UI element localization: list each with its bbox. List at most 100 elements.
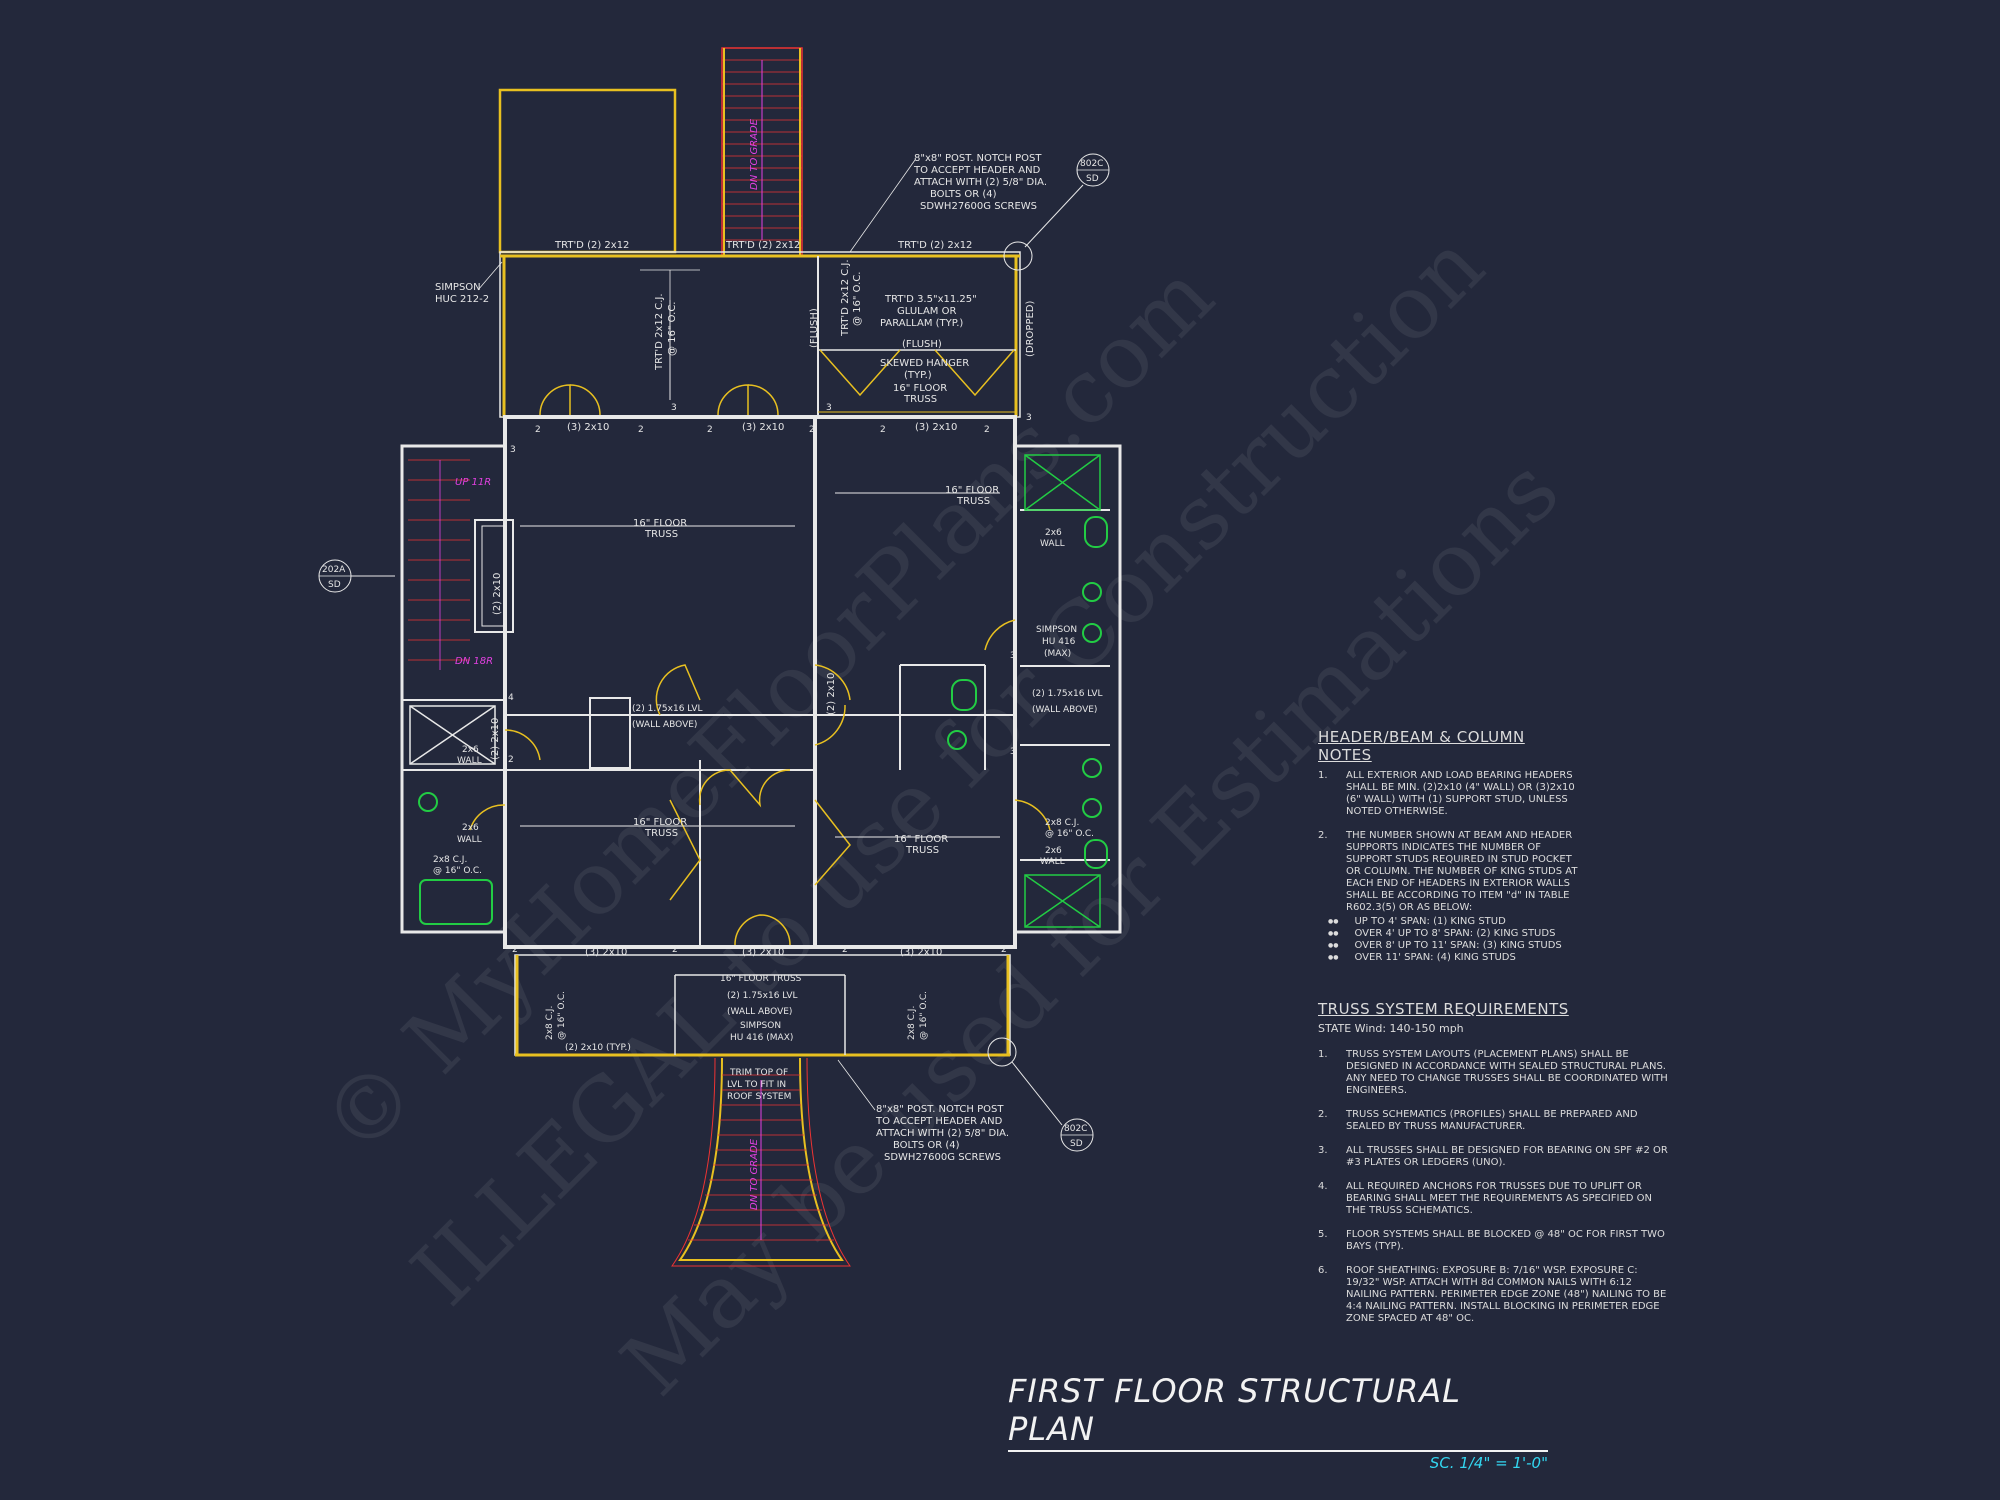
stud-count: 4 — [508, 693, 514, 703]
header-3-2x10-4: (3) 2x10 — [585, 947, 627, 958]
stud-count: 2 — [842, 945, 848, 955]
wall-label-c-2: WALL — [457, 835, 482, 845]
truss-a-line-2: TRUSS — [644, 529, 678, 540]
truss-c-line-2: TRUSS — [644, 828, 678, 839]
note-number: 3. — [1318, 1145, 1328, 1156]
header-label-3: TRT'D (2) 2x12 — [897, 240, 972, 251]
section-c-top-sheet: SD — [1086, 174, 1099, 184]
lvl-label-1: (2) 1.75x16 LVL — [632, 704, 702, 714]
header-beam-notes: HEADER/BEAM & COLUMN NOTES 1.ALL EXTERIO… — [1318, 728, 1578, 964]
wall-above-1: (WALL ABOVE) — [632, 720, 697, 730]
section-tag-a: 202A SD — [318, 559, 395, 593]
truss-c-line-1: 16" FLOOR — [633, 817, 687, 828]
list-item: OVER 8' UP TO 11' SPAN: (3) KING STUDS — [1328, 940, 1578, 952]
wall-label-a-1: 2x6 — [1045, 528, 1062, 538]
lower-simpson-1: SIMPSON — [740, 1021, 781, 1031]
note-text: TRUSS SCHEMATICS (PROFILES) SHALL BE PRE… — [1346, 1109, 1638, 1132]
stud-count: 2 — [535, 425, 541, 435]
note-text: THE NUMBER SHOWN AT BEAM AND HEADER SUPP… — [1346, 830, 1578, 913]
simpson-hu-line-2: HU 416 — [1042, 637, 1076, 647]
post-note-line-1: 8"x8" POST. NOTCH POST — [914, 153, 1042, 164]
title-block: FIRST FLOOR STRUCTURAL PLAN SC. 1/4" = 1… — [1008, 1372, 1548, 1472]
lvl-label-2: (2) 1.75x16 LVL — [1032, 689, 1102, 699]
simpson-hu-line-1: SIMPSON — [1036, 625, 1077, 635]
truss-d-line-1: 16" FLOOR — [894, 834, 948, 845]
skewed-line-2: (TYP.) — [904, 370, 932, 381]
section-c-bottom-sheet: SD — [1070, 1139, 1083, 1149]
stud-count: 2 — [638, 425, 644, 435]
section-tag-c-bottom: 802C SD — [1011, 1061, 1094, 1152]
stair-header-label: (2) 2x10 — [492, 573, 503, 615]
post-note-line-2: TO ACCEPT HEADER AND — [913, 165, 1041, 176]
stud-count: 3 — [1010, 651, 1016, 661]
list-item: UP TO 4' SPAN: (1) KING STUD — [1328, 916, 1578, 928]
lower-wall-above: (WALL ABOVE) — [727, 1007, 792, 1017]
post-note-b-3: ATTACH WITH (2) 5/8" DIA. — [876, 1128, 1009, 1139]
king-stud-spans: UP TO 4' SPAN: (1) KING STUD OVER 4' UP … — [1328, 916, 1578, 964]
stair-up-label: UP 11R — [455, 477, 491, 488]
header-label-2: TRT'D (2) 2x12 — [725, 240, 800, 251]
showers — [409, 454, 1101, 928]
mid-header-label: (2) 2x10 — [826, 673, 837, 715]
note-text: ALL REQUIRED ANCHORS FOR TRUSSES DUE TO … — [1346, 1181, 1653, 1216]
stud-count: 2 — [512, 945, 518, 955]
header-notes-heading: HEADER/BEAM & COLUMN NOTES — [1318, 728, 1525, 764]
stud-count: 3 — [826, 403, 832, 413]
porch-cj-a-1: 2x8 C.J. — [545, 1006, 555, 1040]
simpson-huc-line-2: HUC 212-2 — [435, 294, 489, 305]
stud-count: 2 — [672, 945, 678, 955]
list-item: 2. TRUSS SCHEMATICS (PROFILES) SHALL BE P… — [1318, 1109, 1673, 1133]
truss-notes-list: 1.TRUSS SYSTEM LAYOUTS (PLACEMENT PLANS)… — [1318, 1049, 1673, 1325]
post-note-b-2: TO ACCEPT HEADER AND — [875, 1116, 1003, 1127]
note-text: FLOOR SYSTEMS SHALL BE BLOCKED @ 48" OC … — [1346, 1229, 1665, 1252]
lower-porch — [514, 954, 1017, 1067]
stud-count: 3 — [1010, 747, 1016, 757]
cj-2x8-a-1: 2x8 C.J. — [1045, 818, 1079, 828]
note-number: 2. — [1318, 830, 1328, 841]
note-number: 2. — [1318, 1109, 1328, 1120]
glulam-line-2: GLULAM OR — [897, 306, 956, 317]
stud-count: 2 — [1001, 945, 1007, 955]
stud-count: 2 — [707, 425, 713, 435]
wall-label-a-2: WALL — [1040, 539, 1065, 549]
stud-count: 2 — [880, 425, 886, 435]
section-tag-c-top: 802C SD — [1024, 153, 1110, 248]
header-3-2x10-3: (3) 2x10 — [915, 422, 957, 433]
annotations: TRT'D (2) 2x12 TRT'D (2) 2x12 TRT'D (2) … — [318, 153, 1110, 1163]
truss-b-line-1: 16" FLOOR — [945, 485, 999, 496]
post-note-b-1: 8"x8" POST. NOTCH POST — [876, 1104, 1004, 1115]
cj-2x8-b-1: 2x8 C.J. — [433, 855, 467, 865]
truss-arrows — [520, 300, 1000, 838]
porch-cj-b-1: 2x8 C.J. — [907, 1006, 917, 1040]
truss-notes-subheading: STATE Wind: 140-150 mph — [1318, 1022, 1464, 1035]
cj-label-1: TRT'D 2x12 C.J. — [654, 293, 665, 371]
wall-label-c-1: 2x6 — [462, 823, 479, 833]
lower-lvl-label: (2) 1.75x16 LVL — [727, 991, 797, 1001]
note-number: 1. — [1318, 770, 1328, 781]
list-item: 3.ALL TRUSSES SHALL BE DESIGNED FOR BEAR… — [1318, 1145, 1673, 1169]
stud-count: 2 — [508, 755, 514, 765]
post-note-b-4: BOLTS OR (4) — [893, 1140, 960, 1151]
wall-label-d-2: WALL — [1040, 857, 1065, 867]
section-a-sheet: SD — [328, 580, 341, 590]
trim-top-2: LVL TO FIT IN — [727, 1080, 786, 1090]
lower-truss-label: 16" FLOOR TRUSS — [720, 974, 802, 984]
note-number: 4. — [1318, 1181, 1328, 1192]
doors — [469, 384, 1051, 946]
header-notes-list: 1.ALL EXTERIOR AND LOAD BEARING HEADERS … — [1318, 770, 1578, 914]
list-item: 1.ALL EXTERIOR AND LOAD BEARING HEADERS … — [1318, 770, 1578, 818]
cj-label-2: @ 16" O.C. — [667, 302, 678, 357]
list-item: 2. THE NUMBER SHOWN AT BEAM AND HEADER SU… — [1318, 830, 1578, 914]
truss-d-line-2: TRUSS — [905, 845, 939, 856]
lower-simpson-2: HU 416 (MAX) — [730, 1033, 793, 1043]
porch-cj-b-2: @ 16" O.C. — [919, 991, 929, 1040]
header-3-2x10-5: (3) 2x10 — [742, 947, 784, 958]
trim-top-1: TRIM TOP OF — [729, 1068, 788, 1078]
post-note-line-3: ATTACH WITH (2) 5/8" DIA. — [914, 177, 1047, 188]
wall-label-b-2: WALL — [457, 756, 482, 766]
note-text: ROOF SHEATHING: EXPOSURE B: 7/16" WSP. E… — [1346, 1265, 1667, 1324]
header-3-2x10-6: (3) 2x10 — [900, 947, 942, 958]
cj-label-4: @ 16" O.C. — [852, 272, 863, 327]
flush-label-2: (FLUSH) — [809, 308, 820, 348]
upper-truss-line-2: TRUSS — [903, 394, 937, 405]
